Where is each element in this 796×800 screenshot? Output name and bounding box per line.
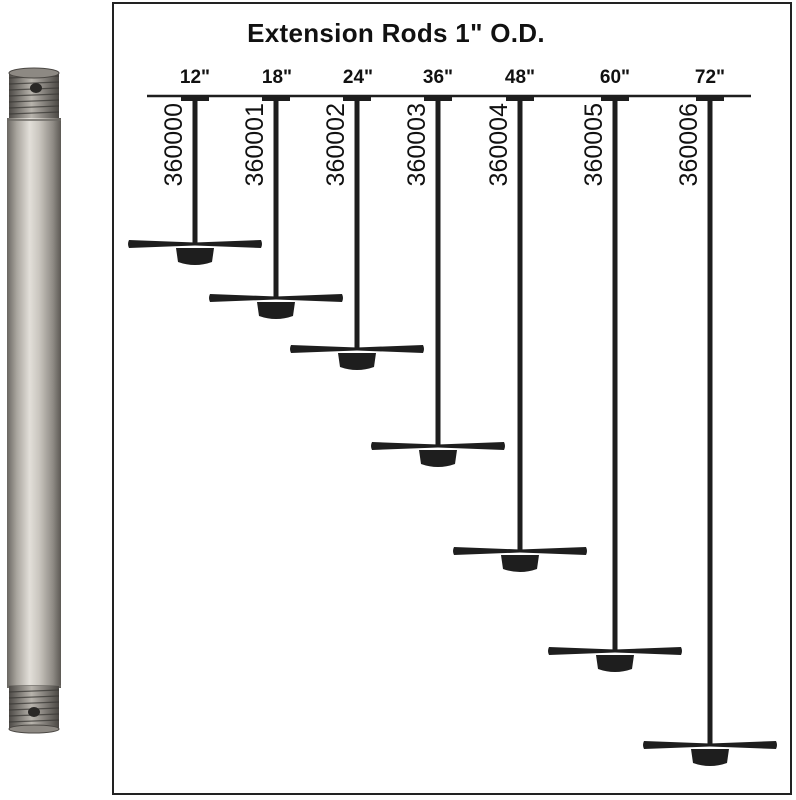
ceiling-mount — [601, 95, 629, 101]
downrod — [612, 100, 618, 651]
fan-motor-housing — [691, 749, 729, 766]
part-number-label: 360004 — [485, 103, 513, 187]
rod-size-label: 60" — [600, 67, 630, 88]
rod-size-label: 72" — [695, 67, 725, 88]
rod-size-label: 12" — [180, 67, 210, 88]
part-number-label: 360002 — [322, 103, 350, 186]
fan-blade-left — [548, 647, 615, 655]
part-number-label: 360003 — [403, 103, 431, 186]
fan-blade-right — [615, 647, 682, 655]
rod-size-label: 48" — [505, 67, 535, 88]
fan-blade-left — [290, 345, 357, 353]
extension-rod-photo — [7, 67, 61, 734]
fan-blade-left — [371, 442, 438, 450]
rod-size-label: 24" — [343, 67, 373, 88]
fan-blade-right — [438, 442, 505, 450]
diagram-frame — [112, 2, 792, 795]
ceiling-mount — [343, 95, 371, 101]
rod-size-label: 18" — [262, 67, 292, 88]
fan-blade-right — [276, 294, 343, 302]
part-number-label: 360005 — [580, 103, 608, 186]
fan-blade-right — [710, 741, 777, 749]
part-number-label: 360006 — [675, 103, 703, 186]
fan-motor-housing — [338, 353, 376, 370]
fan-motor-housing — [596, 655, 634, 672]
downrod — [517, 100, 523, 551]
fan-motor-housing — [419, 450, 457, 467]
downrod — [273, 100, 279, 298]
fan-motor-housing — [176, 248, 214, 265]
fan-blade-left — [128, 240, 195, 248]
downrod — [435, 100, 441, 446]
ceiling-mount — [424, 95, 452, 101]
downrod — [192, 100, 198, 244]
fan-motor-housing — [501, 555, 539, 572]
ceiling-mount — [262, 95, 290, 101]
ceiling-mount — [696, 95, 724, 101]
part-number-label: 360001 — [241, 103, 269, 186]
ceiling-mount — [181, 95, 209, 101]
fan-blade-left — [453, 547, 520, 555]
fan-blade-left — [643, 741, 710, 749]
fan-blade-right — [357, 345, 424, 353]
rod-size-label: 36" — [423, 67, 453, 88]
rods-group: 12" 360000 18" 360001 24" 360002 36" 360003 48" 3… — [128, 67, 777, 766]
fan-blade-left — [209, 294, 276, 302]
diagram-title: Extension Rods 1" O.D. — [247, 18, 545, 48]
downrod — [354, 100, 360, 349]
part-number-label: 360000 — [160, 103, 188, 186]
fan-blade-right — [195, 240, 262, 248]
fan-blade-right — [520, 547, 587, 555]
ceiling-mount — [506, 95, 534, 101]
fan-motor-housing — [257, 302, 295, 319]
downrod — [707, 100, 713, 745]
